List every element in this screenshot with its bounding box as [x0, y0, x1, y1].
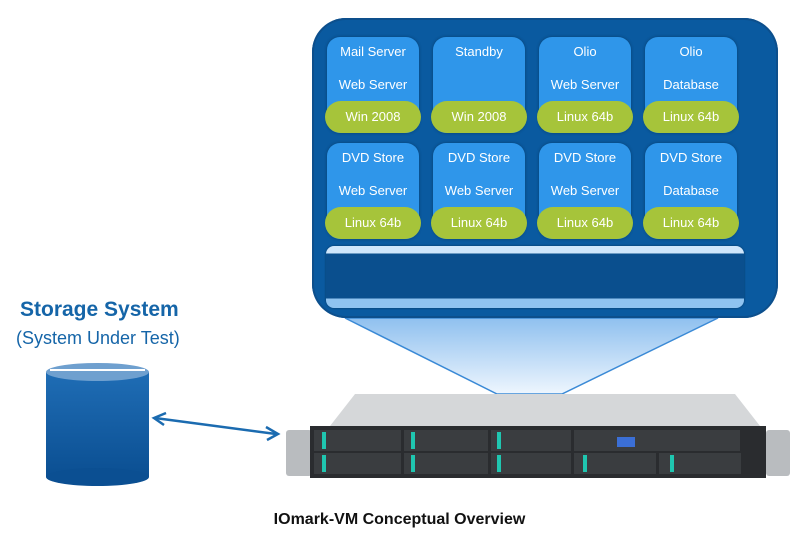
vm-os-badge: Win 2008: [431, 101, 527, 133]
storage-title: Storage System: [20, 298, 179, 321]
vm-role-label: Database: [663, 183, 719, 198]
vm-workload-label: Olio: [573, 44, 597, 59]
funnel-shape: [344, 317, 719, 395]
vm-os-badge: Linux 64b: [643, 207, 739, 239]
vm-workload-label: Standby: [455, 44, 503, 59]
vm-role-label: Web Server: [550, 183, 620, 198]
vm-os-badge: Linux 64b: [537, 207, 633, 239]
hypervisor-bar: [326, 246, 744, 308]
vm-role-label: Web Server: [338, 183, 408, 198]
vm-role-label: Web Server: [338, 77, 408, 92]
vm-workload-label: Mail Server: [340, 44, 406, 59]
vm-workload-label: DVD Store: [341, 150, 405, 165]
vm-os-badge: Linux 64b: [643, 101, 739, 133]
storage-subtitle: (System Under Test): [16, 328, 180, 348]
vm-os-badge: Win 2008: [325, 101, 421, 133]
vm-workload-label: DVD Store: [553, 150, 617, 165]
vm-role-label: Database: [663, 77, 719, 92]
vm-workload-label: DVD Store: [659, 150, 723, 165]
connection-arrow-icon: [151, 411, 281, 442]
diagram-title: IOmark-VM Conceptual Overview: [273, 511, 526, 528]
vm-workload-label: DVD Store: [447, 150, 511, 165]
vm-os-badge: Linux 64b: [431, 207, 527, 239]
server-rack-icon: [286, 394, 790, 478]
storage-cylinder-icon: [46, 363, 149, 486]
vm-os-badge: Linux 64b: [537, 101, 633, 133]
vm-role-label: Web Server: [550, 77, 620, 92]
vm-workload-label: Olio: [679, 44, 703, 59]
vm-os-badge: Linux 64b: [325, 207, 421, 239]
vm-role-label: Web Server: [444, 183, 514, 198]
